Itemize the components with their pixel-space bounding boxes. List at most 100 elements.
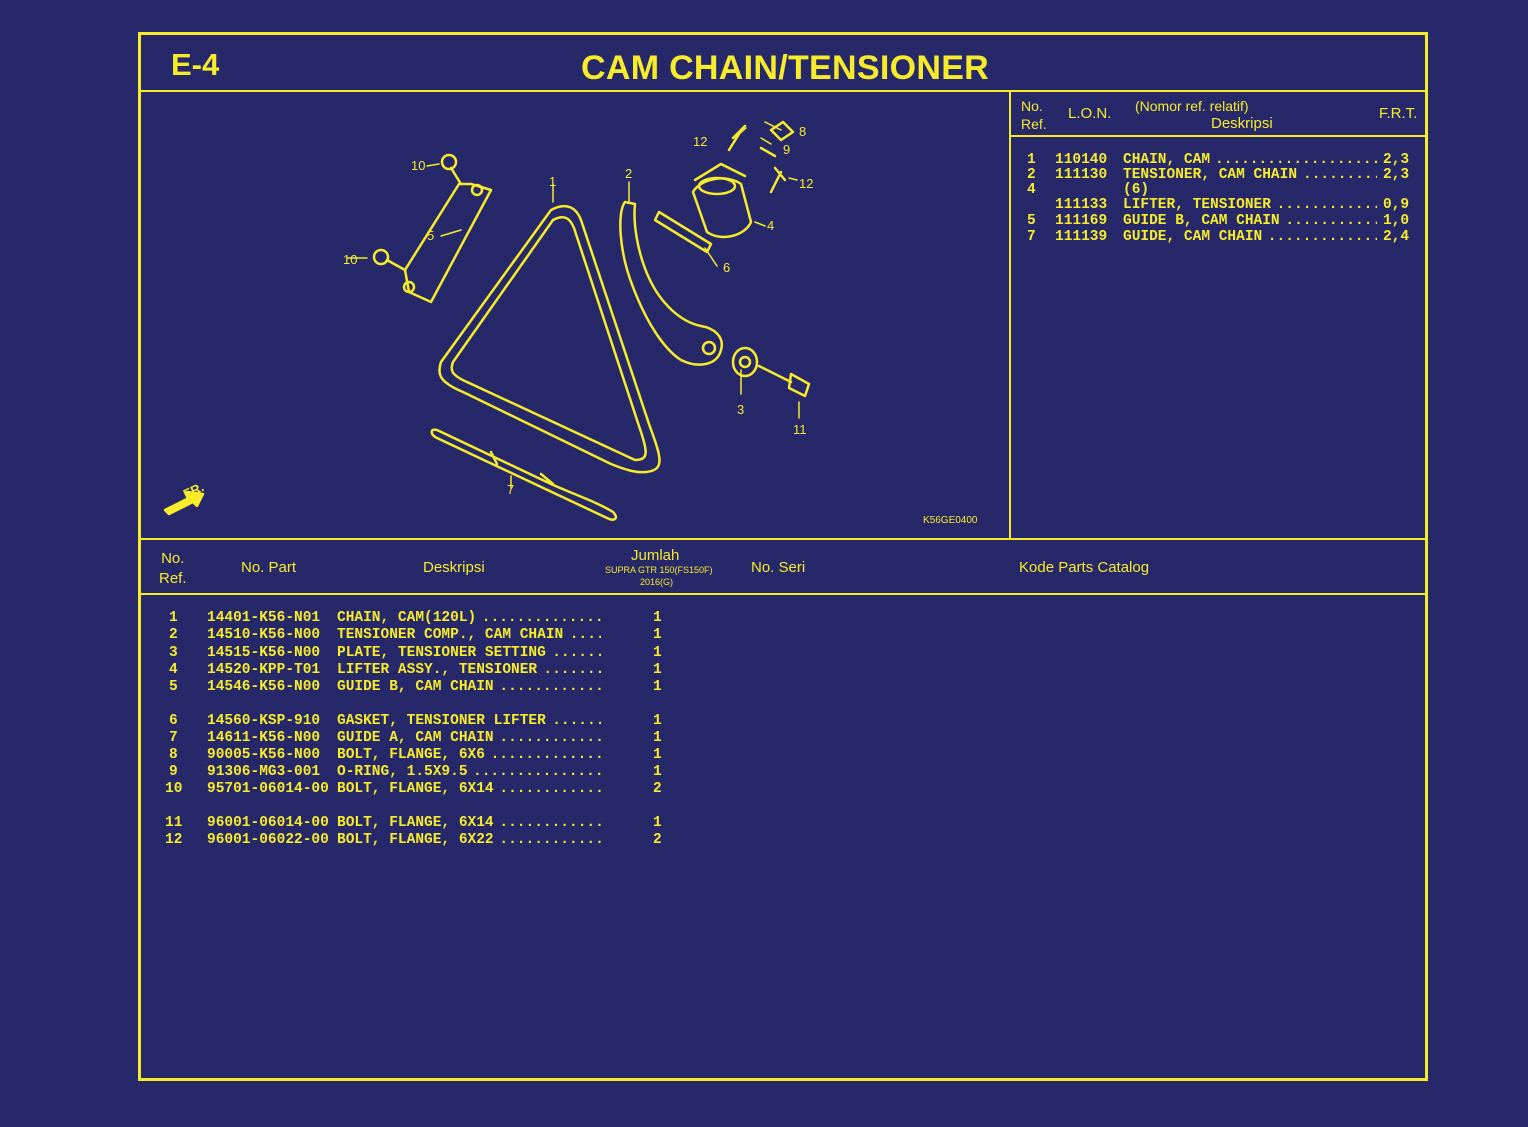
cell-quantity: 1	[653, 610, 662, 626]
diagram-code: K56GE0400	[923, 515, 978, 526]
ref-cell-lon: 111169	[1055, 213, 1108, 229]
cell-description: BOLT, FLANGE, 6X6	[337, 747, 485, 763]
ref-cell-desc: GUIDE, CAM CHAIN	[1123, 229, 1263, 245]
cell-quantity: 1	[653, 679, 662, 695]
callout-3: 3	[737, 402, 744, 417]
guide-a-shape	[430, 428, 618, 521]
leader-dots: ........................................…	[543, 662, 601, 678]
cell-quantity: 1	[653, 815, 662, 831]
cell-description: BOLT, FLANGE, 6X14	[337, 815, 494, 831]
cell-ref: 1	[169, 610, 178, 626]
leader-dots: ........................................…	[552, 645, 601, 661]
cell-quantity: 2	[653, 832, 662, 848]
parts-col-noseri: No. Seri	[751, 559, 806, 576]
cell-ref: 5	[169, 679, 178, 695]
leader-dots: ........................................…	[490, 747, 601, 763]
cell-quantity: 1	[653, 645, 662, 661]
cam-chain-shape	[438, 204, 661, 474]
cell-ref: 9	[169, 764, 178, 780]
ref-cell-no: 5	[1027, 213, 1036, 229]
ref-cell-frt: 1,0	[1383, 213, 1410, 229]
ref-cell-desc: GUIDE B, CAM CHAIN	[1123, 213, 1280, 229]
cell-part-number: 90005-K56-N00	[207, 747, 321, 763]
callout-10b: 10	[343, 252, 357, 267]
divider-header	[141, 90, 1425, 92]
exploded-diagram: 1 2 3 4 5 6 7 8 9 10 10 11 12 12	[163, 120, 813, 521]
cell-part-number: 14401-K56-N01	[207, 610, 321, 626]
cell-ref: 4	[169, 662, 178, 678]
parts-col-jumlah: Jumlah	[631, 547, 680, 564]
section-code: E-4	[171, 47, 220, 82]
ref-cell-lon: 111130	[1055, 167, 1108, 183]
leader-dots: ........................................…	[1267, 229, 1377, 245]
callout-2: 2	[625, 166, 632, 181]
leader-dots: ........................................…	[552, 713, 601, 729]
callout-9: 9	[783, 142, 790, 157]
callout-6: 6	[723, 260, 730, 275]
ref-cell-desc: CHAIN, CAM	[1123, 152, 1211, 168]
leader-dots: ........................................…	[1276, 197, 1377, 213]
ref-cell-desc: (6)	[1123, 182, 1150, 198]
ref-col-frt: F.R.T.	[1379, 105, 1418, 122]
leader-dots: ........................................…	[499, 730, 601, 746]
cell-ref: 6	[169, 713, 178, 729]
leader-dots: ........................................…	[569, 627, 601, 643]
cell-description: O-RING, 1.5X9.5	[337, 764, 468, 780]
cell-description: TENSIONER COMP., CAM CHAIN	[337, 627, 564, 643]
cell-part-number: 91306-MG3-001	[207, 764, 321, 780]
leader-dots: ........................................…	[481, 610, 601, 626]
ref-cell-lon: 111139	[1055, 229, 1108, 245]
ref-cell-desc: TENSIONER, CAM CHAIN	[1123, 167, 1298, 183]
callout-11: 11	[793, 422, 807, 437]
cell-quantity: 1	[653, 747, 662, 763]
ref-cell-no: 1	[1027, 152, 1036, 168]
ref-col-lon: L.O.N.	[1068, 105, 1112, 122]
front-arrow-shape	[163, 490, 205, 516]
cell-quantity: 2	[653, 781, 662, 797]
parts-col-deskripsi: Deskripsi	[423, 559, 485, 576]
cam-chain-inner	[450, 216, 647, 462]
leader-dots: ........................................…	[1303, 167, 1377, 183]
ref-cell-lon: 110140	[1055, 152, 1108, 168]
callout-5: 5	[427, 228, 434, 243]
ref-cell-no: 4	[1027, 182, 1036, 198]
divider-diagram	[141, 538, 1425, 540]
leader-dots: ........................................…	[1285, 213, 1377, 229]
cell-description: GUIDE B, CAM CHAIN	[337, 679, 494, 695]
cell-description: LIFTER ASSY., TENSIONER	[337, 662, 538, 678]
ref-cell-frt: 2,3	[1383, 152, 1410, 168]
guide-b-shape	[403, 182, 493, 304]
cell-description: BOLT, FLANGE, 6X22	[337, 832, 494, 848]
cell-quantity: 1	[653, 627, 662, 643]
ref-cell-desc: LIFTER, TENSIONER	[1123, 197, 1271, 213]
leader-dots: ........................................…	[1215, 152, 1377, 168]
cell-quantity: 1	[653, 713, 662, 729]
tensioner-lifter-shape	[691, 177, 753, 239]
cell-part-number: 95701-06014-00	[207, 781, 329, 797]
divider-parts-header	[141, 593, 1425, 595]
divider-ref-header	[1011, 135, 1425, 137]
callout-4: 4	[767, 218, 774, 233]
divider-vertical	[1009, 90, 1011, 540]
ref-cell-frt: 2,3	[1383, 167, 1410, 183]
cell-part-number: 14560-KSP-910	[207, 713, 321, 729]
tensioner-guide-shape	[619, 200, 724, 366]
callout-12b: 12	[799, 176, 813, 191]
page-title: CAM CHAIN/TENSIONER	[581, 49, 990, 87]
cell-description: BOLT, FLANGE, 6X14	[337, 781, 494, 797]
callout-10a: 10	[411, 158, 425, 173]
cell-ref: 10	[165, 781, 183, 797]
cell-ref: 7	[169, 730, 178, 746]
ref-col-nomor: (Nomor ref. relatif)	[1135, 98, 1249, 114]
cell-ref: 2	[169, 627, 178, 643]
cell-description: PLATE, TENSIONER SETTING	[337, 645, 546, 661]
leader-dots: ........................................…	[499, 815, 601, 831]
parts-col-kode: Kode Parts Catalog	[1019, 559, 1150, 576]
cell-part-number: 14611-K56-N00	[207, 730, 321, 746]
callout-8: 8	[799, 124, 806, 139]
ref-cell-no: 2	[1027, 167, 1036, 183]
cell-ref: 11	[165, 815, 183, 831]
cell-description: GUIDE A, CAM CHAIN	[337, 730, 494, 746]
cell-description: CHAIN, CAM(120L)	[337, 610, 477, 626]
cell-part-number: 96001-06014-00	[207, 815, 329, 831]
